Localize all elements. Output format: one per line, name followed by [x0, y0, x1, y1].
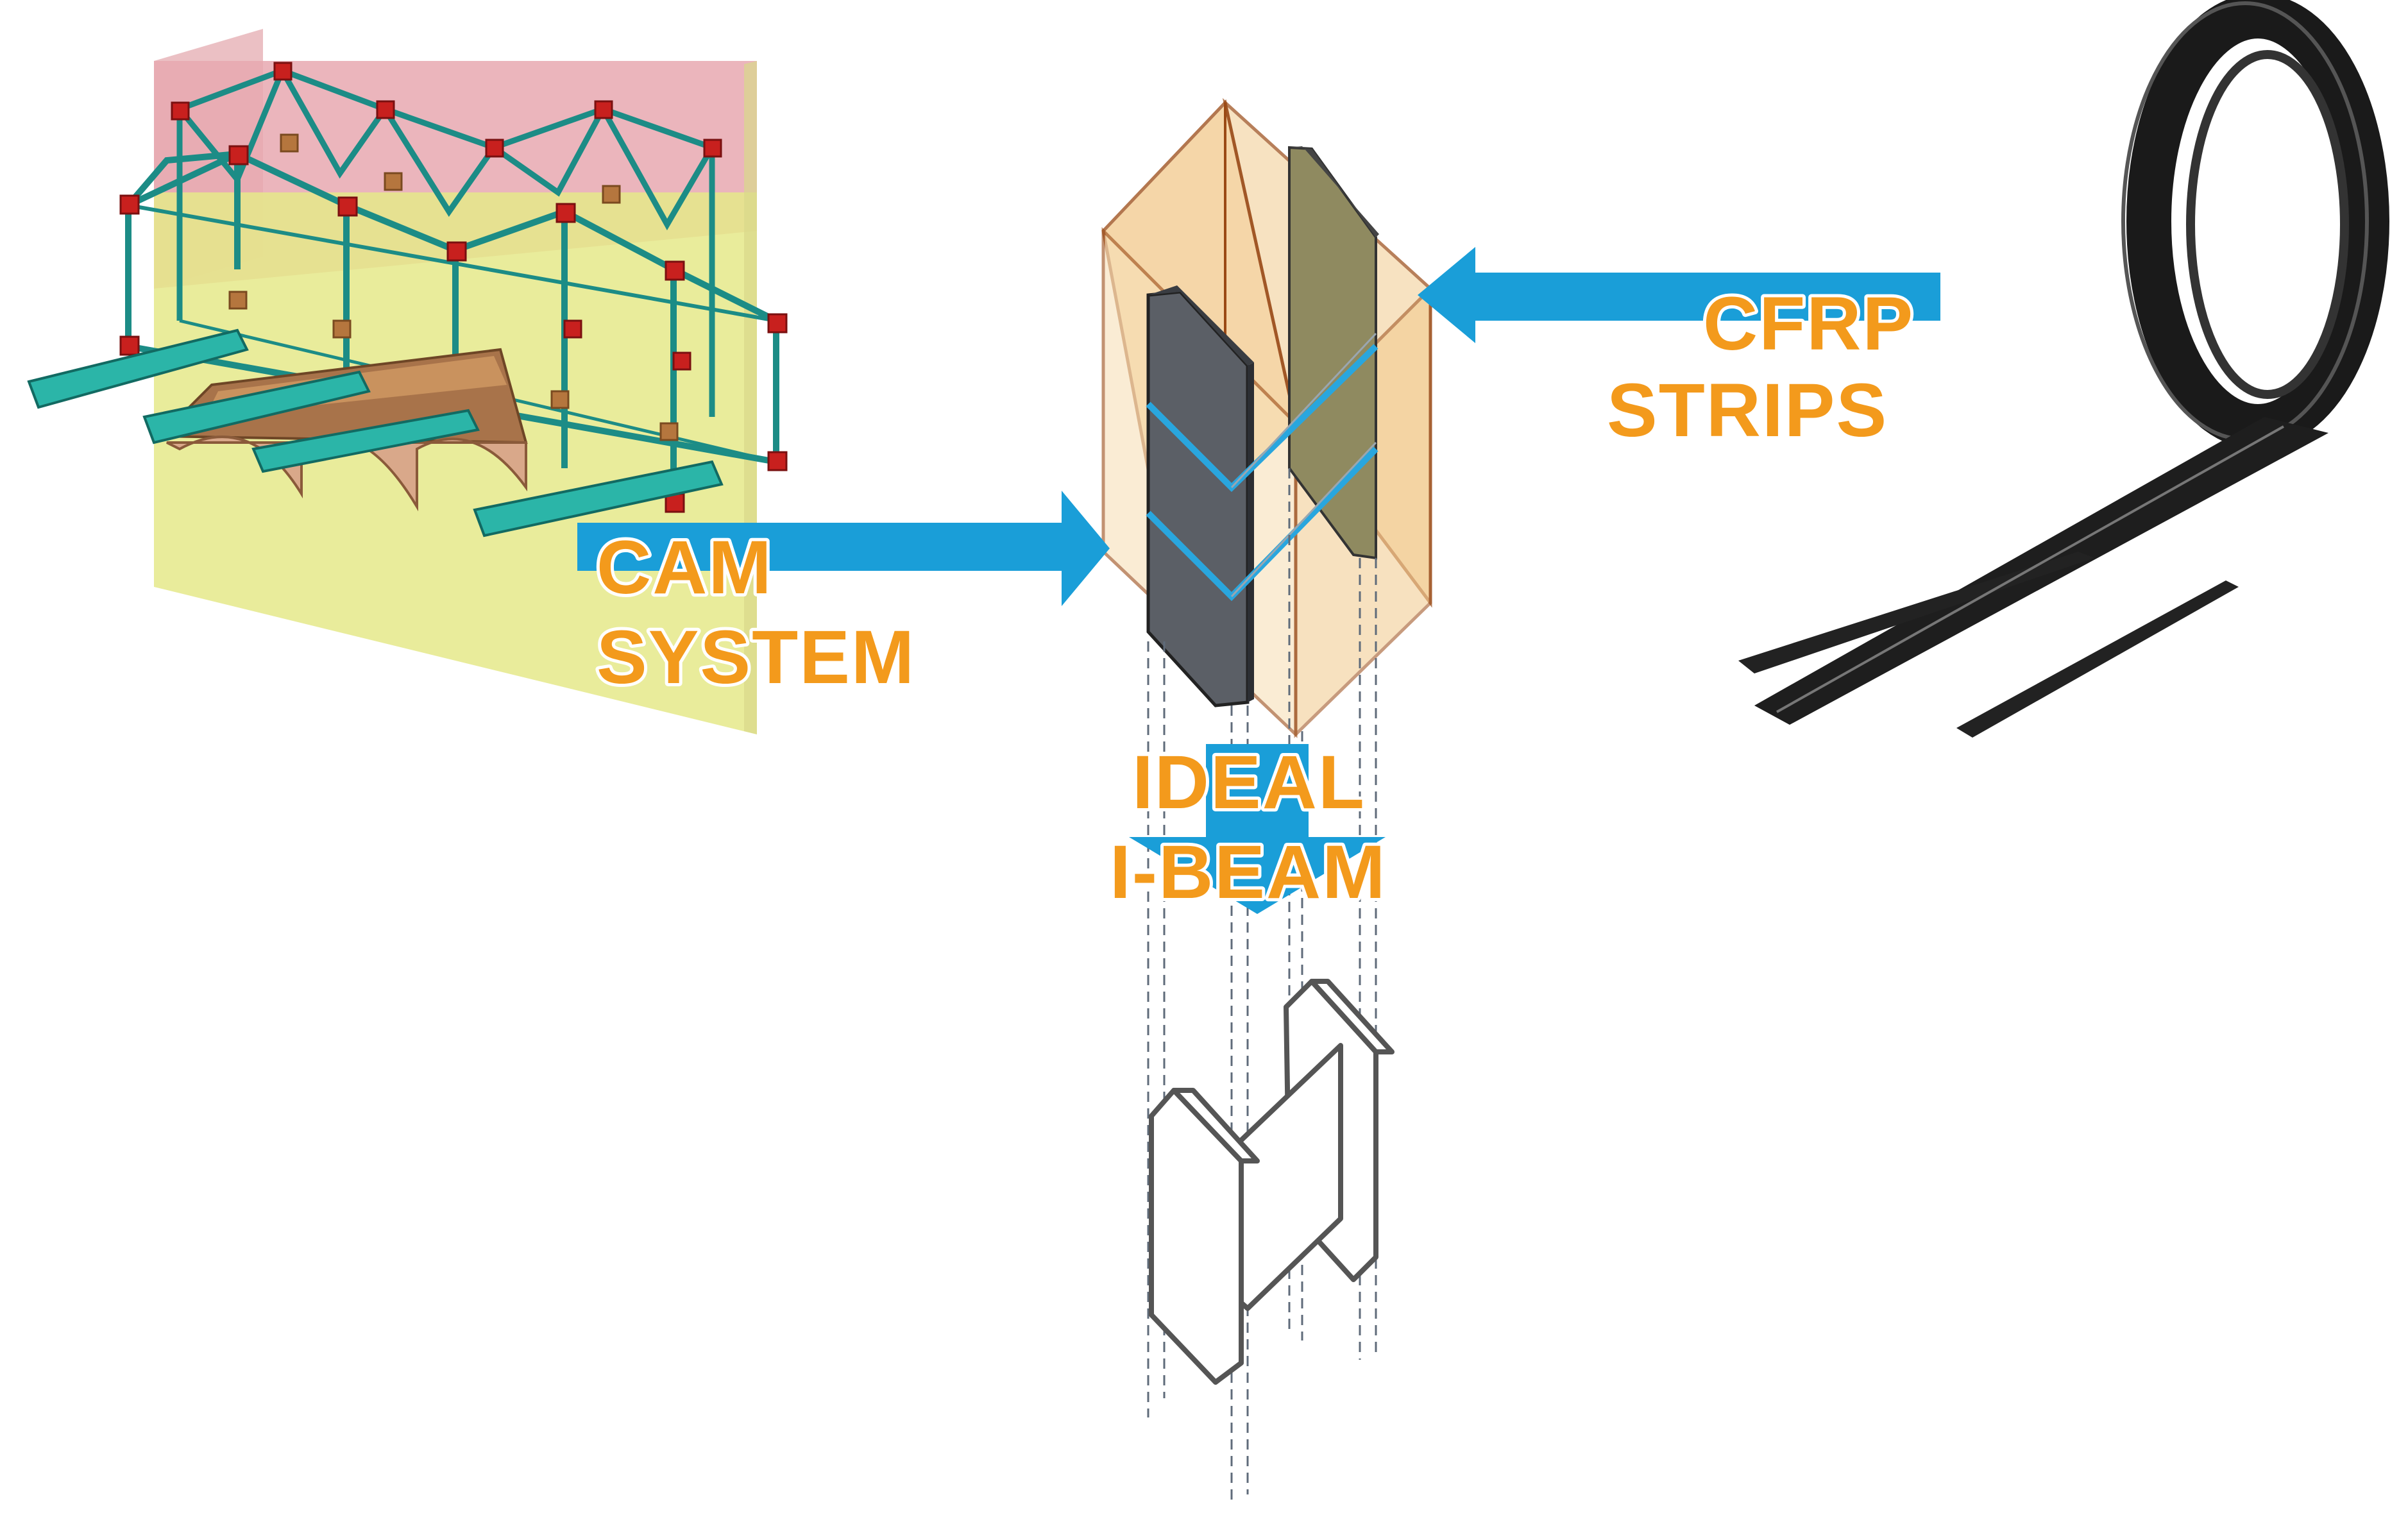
cfrp-strip-front-top [1148, 285, 1254, 366]
strip-sheen [1776, 425, 2284, 713]
strip-piece-2 [1956, 580, 2239, 738]
cfrp-label-line1: CFRP [1703, 282, 1914, 366]
arrows [577, 247, 1940, 914]
cam-system-illustration [27, 29, 788, 734]
cam-steel-beams [27, 328, 724, 537]
coil-outer-ring [2126, 0, 2389, 449]
cfrp-label-line2: STRIPS [1607, 368, 1888, 453]
cfrp-coil-illustration [1738, 0, 2389, 738]
cam-label-line1: CAM [597, 525, 773, 610]
wall-body [154, 192, 757, 734]
cam-frame-back [176, 63, 715, 417]
coil-inner-ring [2186, 50, 2349, 399]
cfrp-arrow [1418, 247, 1940, 343]
cfrp-strip-front-side [1248, 362, 1254, 702]
cfrp-strip-front [1146, 290, 1250, 707]
ideal-ibeam-schematic [577, 97, 1940, 1504]
cfrp-strip-back-top [1289, 146, 1379, 237]
ideal-arrow [1129, 744, 1386, 914]
cam-label-line2: SYSTEM [597, 615, 915, 700]
labels: CAM SYSTEM CFRP STRIPS IDEAL I-BEAM [593, 278, 1916, 918]
ideal-ibeam-drawing [1149, 979, 1395, 1385]
cam-arrow [577, 491, 1110, 606]
ideal-label-line1: IDEAL [1132, 740, 1366, 825]
cam-brown-plates [228, 133, 679, 441]
box-inner-lines [1230, 332, 1377, 598]
ideal-label-line2: I-BEAM [1110, 830, 1387, 915]
